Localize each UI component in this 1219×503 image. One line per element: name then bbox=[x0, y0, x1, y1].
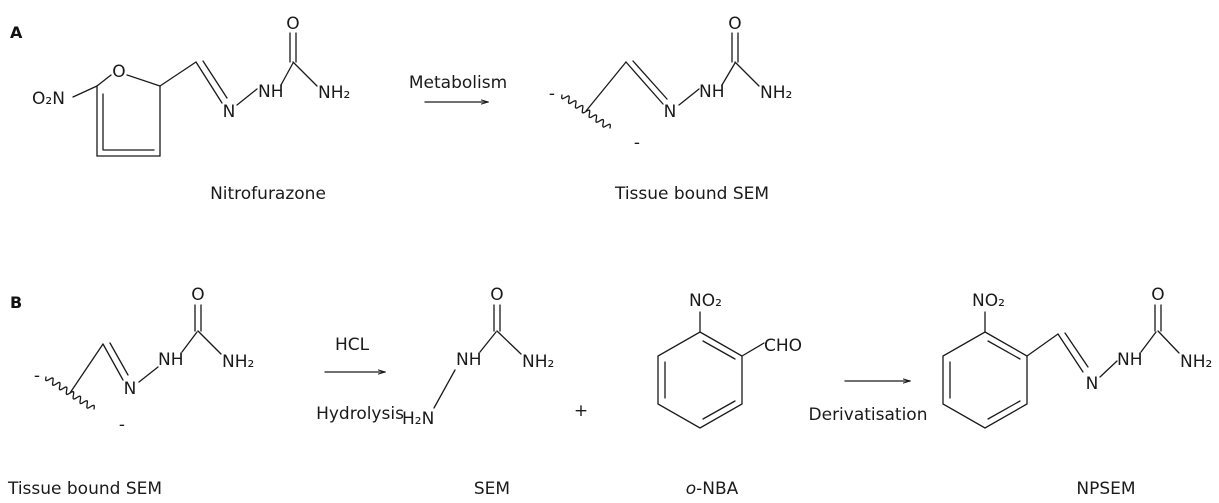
nh-label: NH bbox=[456, 350, 482, 370]
nh2-label: NH₂ bbox=[1180, 352, 1212, 372]
carbonyl-oxygen-label: O bbox=[286, 14, 299, 34]
nh-label: NH bbox=[1117, 350, 1143, 370]
nh2-label: NH₂ bbox=[522, 352, 554, 372]
npsem-name: NPSEM bbox=[1076, 479, 1135, 499]
carbonyl-oxygen-label: O bbox=[490, 285, 503, 305]
nitro-group-label: O₂N bbox=[32, 89, 65, 109]
bond bbox=[496, 330, 522, 355]
bond bbox=[721, 62, 736, 86]
aldehyde-label: CHO bbox=[764, 336, 802, 356]
bond bbox=[181, 331, 198, 353]
o-nba-name: o-NBA bbox=[686, 479, 739, 499]
charge-mark-top: - bbox=[34, 366, 40, 386]
nh2-label: NH₂ bbox=[760, 83, 792, 103]
double-bond-inner bbox=[1064, 332, 1089, 368]
bond bbox=[96, 74, 112, 87]
o-nba-name-prefix: o bbox=[686, 479, 696, 499]
double-bond-inner bbox=[702, 400, 736, 420]
imine-nitrogen-label: N bbox=[1086, 374, 1099, 394]
imine-nitrogen-label: N bbox=[223, 102, 236, 122]
nitro-group-label: NO₂ bbox=[689, 291, 722, 311]
nitro-group-label: NO₂ bbox=[972, 291, 1005, 311]
bond bbox=[102, 343, 124, 381]
nh-label: NH bbox=[258, 82, 284, 102]
charge-mark-bottom: - bbox=[119, 415, 125, 435]
bond bbox=[195, 61, 223, 104]
bond bbox=[126, 74, 161, 87]
sem-name: SEM bbox=[474, 479, 510, 499]
double-bond-inner bbox=[632, 60, 668, 100]
bond bbox=[433, 369, 456, 409]
bond bbox=[138, 366, 159, 383]
bond bbox=[625, 61, 664, 105]
bond bbox=[1140, 331, 1157, 353]
bond bbox=[280, 62, 294, 86]
panel-b-label: B bbox=[10, 293, 22, 312]
nh2-label: NH₂ bbox=[318, 83, 350, 103]
o-nba-structure: NO₂ CHO bbox=[657, 291, 802, 429]
tissue-bound-sem-structure-a: - N NH O NH₂ - bbox=[549, 14, 792, 153]
bond bbox=[1099, 360, 1118, 378]
hcl-label: HCL bbox=[335, 335, 370, 355]
double-bond-inner bbox=[987, 340, 1021, 360]
carbonyl-oxygen-label: O bbox=[1151, 285, 1164, 305]
benzene-ring bbox=[942, 331, 1028, 429]
bond bbox=[479, 331, 497, 353]
double-bond-inner bbox=[702, 340, 736, 360]
double-bond-inner bbox=[987, 400, 1021, 420]
nh-label: NH bbox=[699, 82, 725, 102]
npsem-structure: NO₂ N NH O NH₂ bbox=[942, 285, 1212, 429]
bond bbox=[741, 342, 765, 357]
plus-sign: + bbox=[574, 401, 588, 421]
carbonyl-oxygen-label: O bbox=[728, 14, 741, 34]
bond bbox=[69, 343, 104, 394]
sem-structure: H₂N NH O NH₂ bbox=[402, 285, 554, 429]
bond bbox=[678, 88, 700, 106]
double-bond-inner bbox=[202, 60, 228, 99]
imine-nitrogen-label: N bbox=[664, 102, 677, 122]
charge-mark-top: - bbox=[549, 84, 555, 104]
h2n-label: H₂N bbox=[402, 409, 434, 429]
bond bbox=[292, 61, 318, 87]
o-nba-name-suffix: -NBA bbox=[696, 479, 739, 499]
derivatisation-label: Derivatisation bbox=[809, 405, 928, 425]
nh-label: NH bbox=[158, 350, 184, 370]
bond bbox=[1157, 330, 1180, 354]
ring-oxygen-label: O bbox=[112, 62, 125, 82]
bond bbox=[159, 61, 197, 87]
bond bbox=[585, 61, 627, 112]
tissue-bound-sem-structure-b: - N NH O NH₂ - bbox=[34, 285, 254, 435]
tissue-bound-sem-name: Tissue bound SEM bbox=[614, 184, 769, 204]
nh2-label: NH₂ bbox=[222, 352, 254, 372]
charge-mark-bottom: - bbox=[634, 133, 640, 153]
double-bond-inner bbox=[109, 342, 129, 376]
imine-nitrogen-label: N bbox=[124, 379, 137, 399]
panel-a-label: A bbox=[10, 23, 23, 42]
bond bbox=[236, 88, 258, 106]
metabolism-label: Metabolism bbox=[409, 73, 507, 93]
bond bbox=[734, 61, 760, 87]
bond bbox=[72, 85, 98, 98]
bond bbox=[1057, 333, 1084, 373]
bond bbox=[197, 330, 222, 355]
carbonyl-oxygen-label: O bbox=[191, 285, 204, 305]
nitrofurazone-name: Nitrofurazone bbox=[210, 184, 326, 204]
benzene-ring bbox=[657, 331, 743, 429]
tissue-bound-sem-name: Tissue bound SEM bbox=[7, 479, 162, 499]
nitrofurazone-structure: O₂N O N NH O NH₂ bbox=[32, 14, 350, 157]
hydrolysis-label: Hydrolysis bbox=[316, 404, 404, 424]
bond bbox=[1026, 333, 1059, 357]
